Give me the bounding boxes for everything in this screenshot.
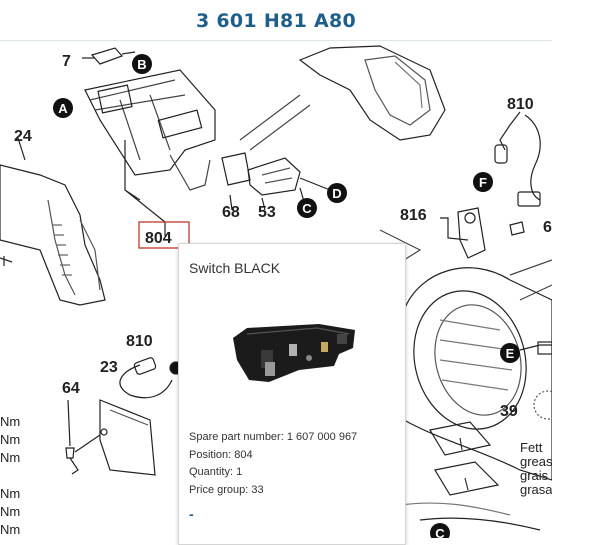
callout-labels: 7 24 68 53 804 810 816 6 810 23 64 39 <box>14 53 552 420</box>
marker-b: B <box>137 57 146 72</box>
page-right-margin <box>552 0 600 538</box>
callout-24: 24 <box>14 128 32 145</box>
callout-7: 7 <box>62 53 71 70</box>
grease-notes: Fett greas grais grasa <box>520 440 552 497</box>
svg-text:grasa: grasa <box>520 482 552 497</box>
callout-39: 39 <box>500 403 518 420</box>
position-highlight-box[interactable] <box>138 221 190 249</box>
popup-title: Switch BLACK <box>189 260 281 276</box>
popup-action-link[interactable]: - <box>189 506 194 522</box>
callout-6: 6 <box>543 219 552 236</box>
page-title: 3 601 H81 A80 <box>195 10 357 32</box>
marker-c: C <box>302 201 312 216</box>
letter-markers: B A D C F E C <box>53 54 520 538</box>
callout-23: 23 <box>100 359 118 376</box>
svg-text:Nm: Nm <box>0 522 20 537</box>
switch-part-image <box>233 324 355 382</box>
callout-64: 64 <box>62 380 80 397</box>
popup-info: Spare part number: 1 607 000 967 Positio… <box>189 429 357 499</box>
marker-c2: C <box>435 526 445 538</box>
svg-text:Nm: Nm <box>0 504 20 519</box>
svg-text:Nm: Nm <box>0 432 20 447</box>
svg-text:Nm: Nm <box>0 486 20 501</box>
svg-text:Nm: Nm <box>0 414 20 429</box>
diagram-linework <box>0 45 552 531</box>
marker-c2-circle <box>430 523 450 538</box>
svg-text:Fett: Fett <box>520 440 543 455</box>
marker-d-circle <box>327 183 347 203</box>
marker-f: F <box>479 175 487 190</box>
callout-68: 68 <box>222 204 240 221</box>
quantity-value: Quantity: 1 <box>189 466 243 478</box>
torque-unit-labels: Nm Nm Nm Nm Nm Nm <box>0 414 20 537</box>
spare-part-number: Spare part number: 1 607 000 967 <box>189 431 358 443</box>
header-divider <box>0 40 552 41</box>
callout-53: 53 <box>258 204 276 221</box>
marker-b-circle <box>132 54 152 74</box>
svg-text:greas: greas <box>520 454 552 469</box>
exploded-view-diagram[interactable]: 7 24 68 53 804 810 816 6 810 23 64 39 B … <box>0 41 552 538</box>
marker-a: A <box>58 101 68 116</box>
marker-c-circle <box>297 198 317 218</box>
marker-e: E <box>506 346 515 361</box>
marker-a-circle <box>53 98 73 118</box>
marker-f-circle <box>473 172 493 192</box>
svg-text:Nm: Nm <box>0 450 20 465</box>
callout-810-bottom: 810 <box>126 333 153 350</box>
price-group-value: Price group: 33 <box>189 483 264 496</box>
svg-text:grais: grais <box>520 468 549 483</box>
marker-d: D <box>332 186 341 201</box>
callout-804: 804 <box>145 230 172 247</box>
position-value: Position: 804 <box>189 448 253 461</box>
callout-816: 816 <box>400 207 427 224</box>
marker-e-circle <box>500 343 520 363</box>
part-detail-popup: Switch BLACK Spare part number: 1 607 00… <box>178 243 406 545</box>
callout-810-top: 810 <box>507 96 534 113</box>
